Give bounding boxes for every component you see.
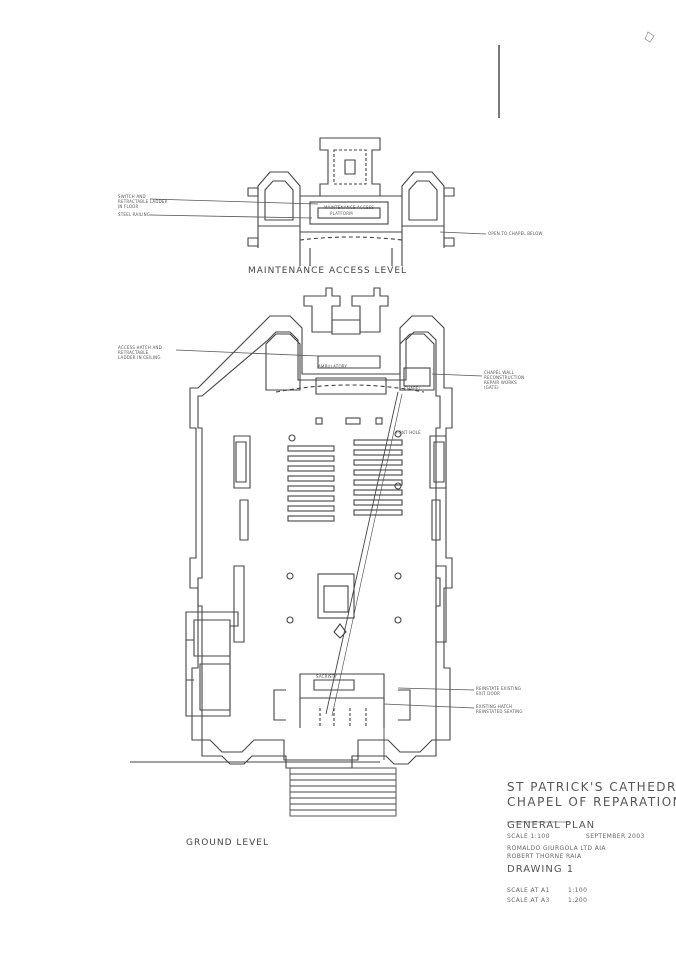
callout-retractable: RETRACTABLE <box>118 350 149 355</box>
ground-callout-leaders <box>175 349 483 709</box>
drawing-number: DRAWING 1 <box>507 864 575 875</box>
label-sacristy: SACRISTY <box>316 674 338 679</box>
callout-open-to-chapel: OPEN TO CHAPEL BELOW <box>488 231 543 236</box>
callout-chapel-wall: CHAPEL WALL <box>484 370 515 375</box>
callout-in-floor: IN FLOOR <box>118 204 139 209</box>
scale-note-1: SCALE AT A1 <box>507 887 550 894</box>
title-date: SEPTEMBER 2003 <box>586 833 645 840</box>
callout-maintenance-access: MAINTENANCE ACCESS <box>324 205 375 210</box>
ground-level-title: GROUND LEVEL <box>186 838 269 848</box>
title-line-1: ST PATRICK'S CATHEDRAL <box>507 780 676 794</box>
upper-callout-leaders <box>149 198 487 235</box>
title-scale: SCALE 1:100 <box>507 833 550 840</box>
entrance-stairs <box>130 728 397 817</box>
corner-smudge <box>644 31 655 43</box>
callout-reinstate-existing: REINSTATE EXISTING <box>476 686 522 691</box>
callout-steel-railing: STEEL RAILING <box>118 212 151 217</box>
ground-level-plan <box>185 287 453 769</box>
title-line-2: CHAPEL OF REPARATION <box>507 795 676 809</box>
callout-access-hatch: ACCESS HATCH AND <box>118 345 162 350</box>
callout-ladder: RETRACTABLE LADDER <box>118 199 168 204</box>
title-author-1: ROMALDO GIURGOLA LTD AIA <box>507 845 606 852</box>
title-author-2: ROBERT THORNE RAIA <box>507 853 582 860</box>
callout-existing-hatch: EXISTING HATCH <box>476 704 513 709</box>
maintenance-level-plan <box>247 137 455 266</box>
scale-note-2: SCALE AT A3 <box>507 897 550 904</box>
callout-switch: SWITCH AND <box>118 194 146 199</box>
label-font-hole: FONT HOLE <box>396 430 421 435</box>
callout-ladder-ceiling: LADDER IN CEILING <box>118 355 161 360</box>
sheet-title: GENERAL PLAN <box>507 820 596 831</box>
callout-platform: PLATFORM <box>330 211 353 216</box>
maintenance-level-title: MAINTENANCE ACCESS LEVEL <box>248 266 408 276</box>
label-chapel: CHAPEL <box>404 386 421 391</box>
scale-note-2-value: 1:200 <box>568 897 588 904</box>
callout-repair-works: REPAIR WORKS <box>484 380 517 385</box>
scale-note-1-value: 1:100 <box>568 887 588 894</box>
callout-reconstruction: RECONSTRUCTION <box>484 375 525 380</box>
callout-gate: (GATE) <box>484 385 499 390</box>
label-ambulatory: AMBULATORY <box>318 364 348 369</box>
callout-reinstated-seating: REINSTATED SEATING <box>476 709 523 714</box>
callout-exit-door: EXIT DOOR <box>476 691 501 696</box>
